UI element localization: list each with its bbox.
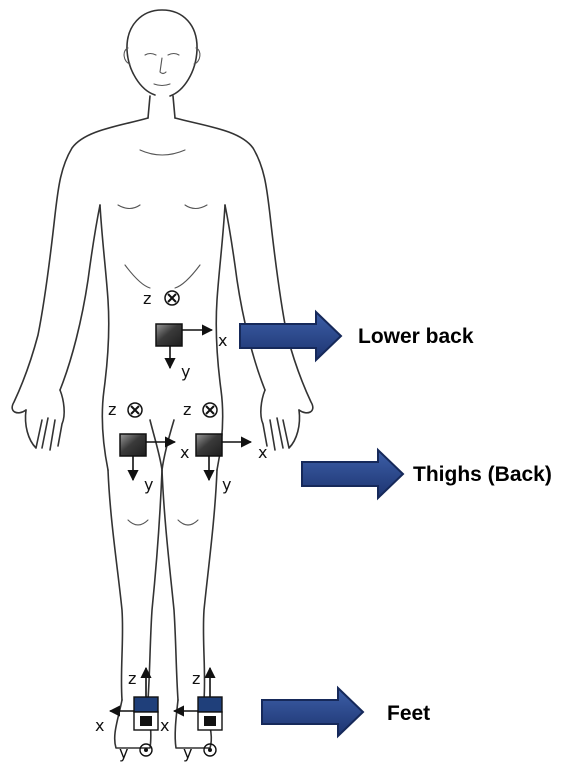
into-page-icon [128,403,142,417]
lower-back-callout: Lower back [240,312,474,360]
into-page-icon [165,291,179,305]
y-axis-label: y [181,362,190,381]
sensor-box-inner [140,716,152,726]
sensor-box-top [134,697,158,712]
sensor-foot-right: z x y [160,668,222,762]
sensor-box [120,434,146,456]
feet-callout: Feet [262,688,430,736]
block-arrow [302,450,403,498]
sensor-box-top [198,697,222,712]
into-page-icon [203,403,217,417]
thighs-callout: Thighs (Back) [302,450,552,498]
z-axis-label: z [143,289,151,308]
lower-back-label: Lower back [358,325,474,348]
x-axis-label: x [95,716,104,735]
sensor-box [196,434,222,456]
z-axis-label: z [192,669,200,688]
y-axis-label: y [144,475,153,494]
x-axis-label: x [258,443,267,462]
feet-label: Feet [387,702,430,725]
y-axis-label: y [222,475,231,494]
sensor-lower-back: z x y [143,289,227,381]
sensor-box-inner [204,716,216,726]
sensor-thigh-right: z x y [183,400,267,494]
sensor-thigh-left: z x y [108,400,189,494]
z-axis-label: z [108,400,116,419]
sensor-box [156,324,182,346]
x-axis-label: x [218,331,227,350]
y-axis-label: y [119,743,128,762]
x-axis-label: x [160,716,169,735]
block-arrow [262,688,363,736]
out-of-page-icon [140,744,152,756]
x-axis-label: x [180,443,189,462]
block-arrow [240,312,341,360]
y-axis-label: y [183,743,192,762]
thighs-label: Thighs (Back) [413,463,552,486]
human-body-outline [12,10,313,748]
z-axis-label: z [128,669,136,688]
z-axis-label: z [183,400,191,419]
